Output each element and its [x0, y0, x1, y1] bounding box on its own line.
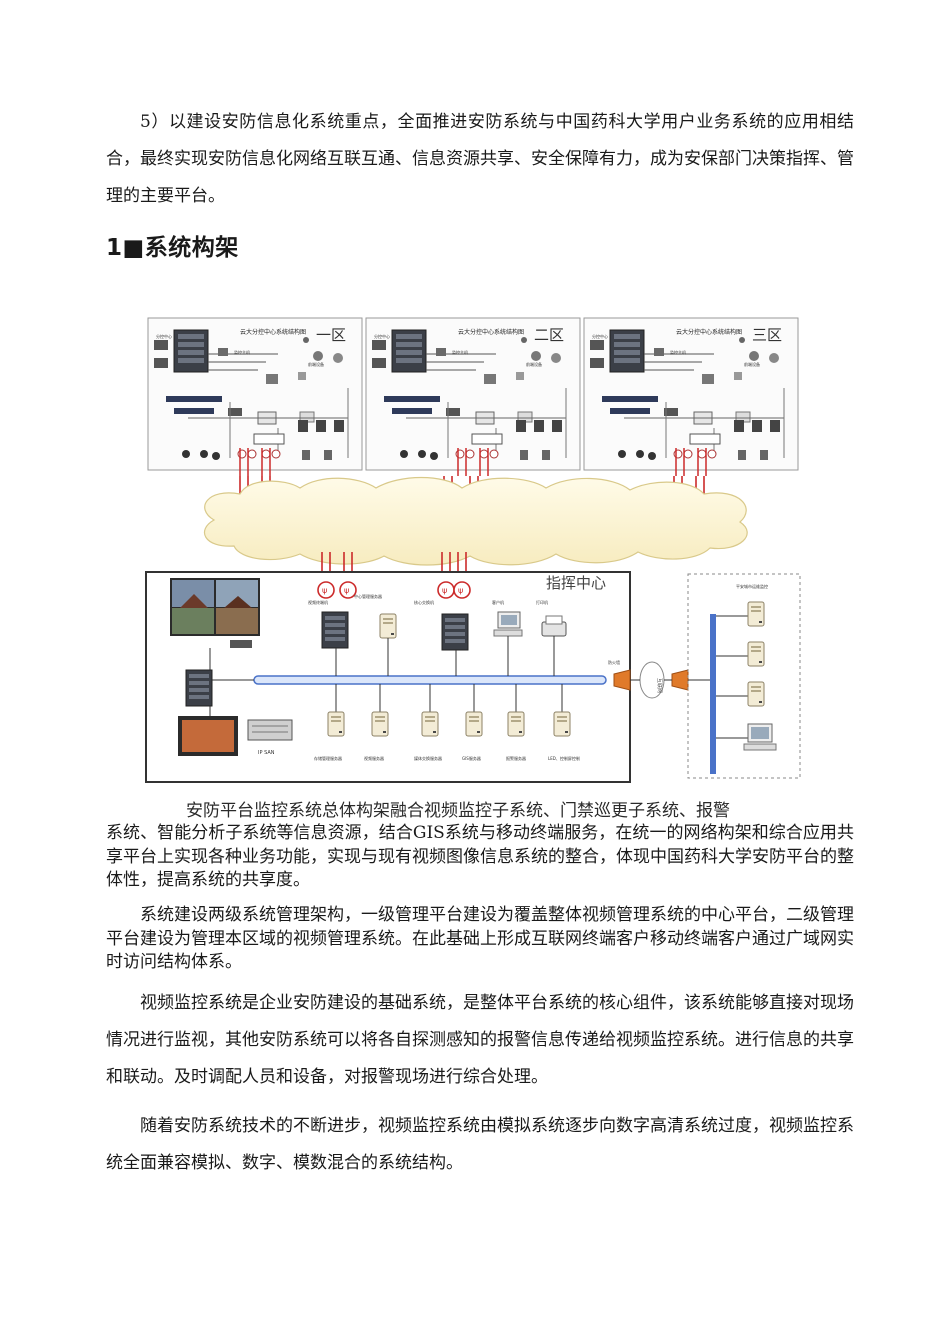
- video-server-label: 视频服务器: [364, 755, 384, 761]
- body-paragraph-4: 随着安防系统技术的不断进步，视频监控系统由模拟系统逐步向数字高清系统过度，视频监…: [106, 1116, 854, 1173]
- section-heading: 1■系统构架: [106, 235, 239, 261]
- remote-bus: [710, 614, 716, 774]
- zone-3-title: 云大分控中心系统结构图: [676, 328, 742, 336]
- svg-text:ψ: ψ: [344, 586, 349, 595]
- decoder-rack: [185, 669, 213, 707]
- video-terminal-label: 视频终端机: [308, 599, 328, 605]
- gis-server-label: GIS服务器: [462, 755, 481, 761]
- figure-caption: 安防平台监控系统总体构架融合视频监控子系统、门禁巡更子系统、报警: [186, 800, 826, 818]
- svg-text:ψ: ψ: [458, 586, 463, 595]
- firewall-label: 防火墙: [608, 659, 620, 665]
- command-center-label: 指挥中心: [546, 574, 606, 592]
- zone-2-title: 云大分控中心系统结构图: [458, 328, 524, 336]
- remote-platform-box: [687, 573, 801, 779]
- zone-panel-3: 云大分控中心系统结构图 三区: [583, 317, 799, 477]
- intro-paragraph: 5）以建设安防信息化系统重点，全面推进安防系统与中国药科大学用户业务系统的应用相…: [106, 112, 854, 206]
- zone-3-mark: 三区: [752, 326, 782, 344]
- architecture-diagram: 分控中心 监控主机 前端设备 云大分控中心系统结构图 一区 云大分控中心系统结构…: [145, 317, 801, 783]
- led-control-server: [553, 711, 571, 737]
- video-terminal-rack: [321, 611, 349, 649]
- figure-caption-text: 安防平台监控系统总体构架融合视频监控子系统、门禁巡更子系统、报警: [186, 801, 730, 818]
- body-paragraph-2: 系统建设两级系统管理架构，一级管理平台建设为覆盖整体视频管理系统的中心平台，二级…: [106, 905, 854, 972]
- remote-drops: [716, 615, 748, 739]
- alarm-server-label: 报警服务器: [506, 755, 526, 761]
- zone-panel-2: 云大分控中心系统结构图 二区: [365, 317, 581, 477]
- ipsan-label: IP SAN: [258, 750, 275, 756]
- core-switch-rack: [441, 613, 469, 651]
- gis-server: [465, 711, 483, 737]
- zone-2-mark: 二区: [534, 326, 564, 344]
- ipsan-storage: [247, 719, 293, 741]
- lan-bus: [253, 675, 607, 685]
- wan-cloud: [203, 476, 748, 566]
- alarm-server: [507, 711, 525, 737]
- core-switch-label: 核心交换机: [414, 599, 434, 605]
- storage-label: 存储管理服务器: [314, 755, 342, 761]
- remote-pc-icon: [743, 723, 777, 751]
- zone-panel-1: 云大分控中心系统结构图 一区: [147, 317, 363, 477]
- internet-label: 互联网: [656, 678, 663, 693]
- center-mgmt-label: 中心管理服务器: [354, 593, 382, 599]
- svg-text:ψ: ψ: [442, 586, 447, 595]
- firewall-icon-2: [671, 669, 689, 691]
- client-pc-icon: [493, 611, 523, 637]
- firewall-icon-1: [613, 669, 631, 691]
- remote-server-1: [747, 601, 765, 627]
- remote-server-3: [747, 681, 765, 707]
- router-icons: ψ ψ ψ ψ: [317, 581, 471, 599]
- remote-platform-label: 平安城市运维监控: [736, 583, 768, 589]
- printer-label: 打印机: [536, 599, 548, 605]
- storage-server: [327, 711, 345, 737]
- media-server: [421, 711, 439, 737]
- media-server-label: 媒体交换服务器: [414, 755, 442, 761]
- body-paragraph-1: 系统、智能分析子系统等信息资源，结合GIS系统与移动终端服务，在统一的网络构架和…: [106, 823, 854, 890]
- body-paragraph-3: 视频监控系统是企业安防建设的基础系统，是整体平台系统的核心组件，该系统能够直接对…: [106, 993, 854, 1087]
- led-control-label: LED、控制屏控制: [548, 755, 580, 761]
- printer-icon: [541, 615, 567, 637]
- decoder-unit: [230, 640, 252, 648]
- svg-text:ψ: ψ: [322, 586, 327, 595]
- system-architecture-figure: 分控中心 监控主机 前端设备 云大分控中心系统结构图 一区 云大分控中心系统结构…: [144, 312, 804, 802]
- zone-1-mark: 一区: [316, 326, 346, 344]
- client-label: 客户机: [492, 599, 504, 605]
- video-server: [371, 711, 389, 737]
- zone-1-title: 云大分控中心系统结构图: [240, 328, 306, 336]
- video-wall: [170, 578, 260, 636]
- remote-server-2: [747, 641, 765, 667]
- center-mgmt-server: [379, 613, 397, 639]
